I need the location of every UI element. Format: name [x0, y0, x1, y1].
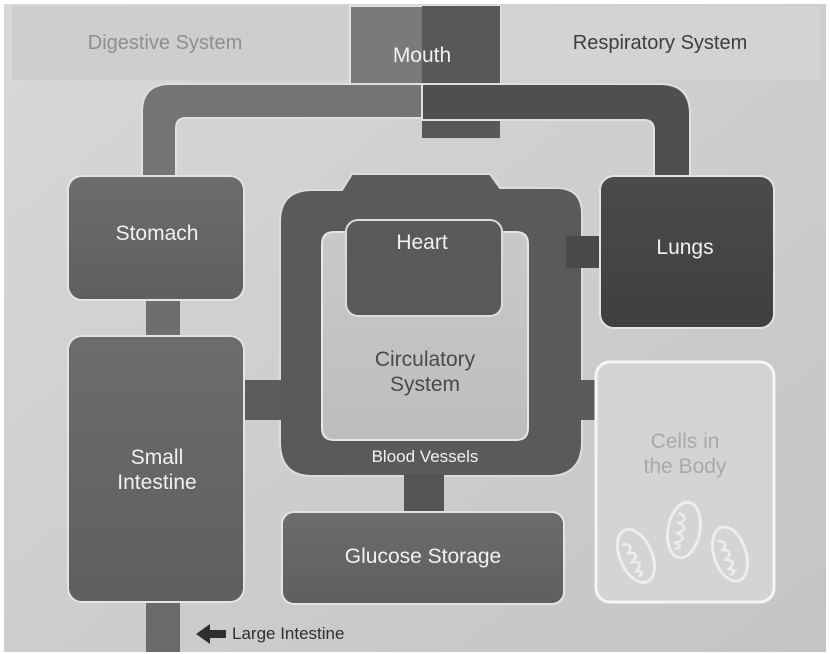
circulatory-system-label: Circulatory System: [374, 348, 476, 396]
digestive-pipe-to-stomach: [141, 83, 423, 183]
left-arrow-icon: [196, 624, 226, 644]
digestive-header-cell: [12, 6, 348, 80]
small-intestine-block: [67, 335, 245, 603]
glucose-storage-block: [281, 511, 565, 605]
cells-in-body-label: Cells in the Body: [643, 430, 727, 478]
large-intestine-outlet: [146, 598, 180, 652]
small-intestine-label: Small Intestine: [117, 446, 197, 494]
stomach-label: Stomach: [115, 222, 199, 245]
stomach-to-intestine-connector: [146, 296, 180, 340]
mitochondria-icon: [666, 500, 702, 560]
vessel-to-glucose: [404, 474, 444, 518]
mouth-label: Mouth: [392, 44, 452, 67]
blood-vessels-label: Blood Vessels: [371, 447, 479, 466]
mitochondria-icon: [615, 528, 657, 584]
mitochondria-icon: [710, 525, 750, 583]
glucose-storage-label: Glucose Storage: [344, 545, 502, 568]
cells-block: [594, 360, 776, 604]
respiratory-header-cell: [500, 6, 820, 80]
large-intestine-label: Large Intestine: [232, 624, 345, 643]
digestive-system-label: Digestive System: [87, 32, 243, 54]
vessel-to-intestine: [244, 380, 284, 420]
lungs-label: Lungs: [656, 236, 714, 259]
lungs-block: [599, 175, 775, 329]
respiratory-system-label: Respiratory System: [572, 32, 748, 54]
heart-block: [345, 219, 503, 317]
stomach-block: [67, 175, 245, 301]
heart-label: Heart: [396, 231, 448, 254]
